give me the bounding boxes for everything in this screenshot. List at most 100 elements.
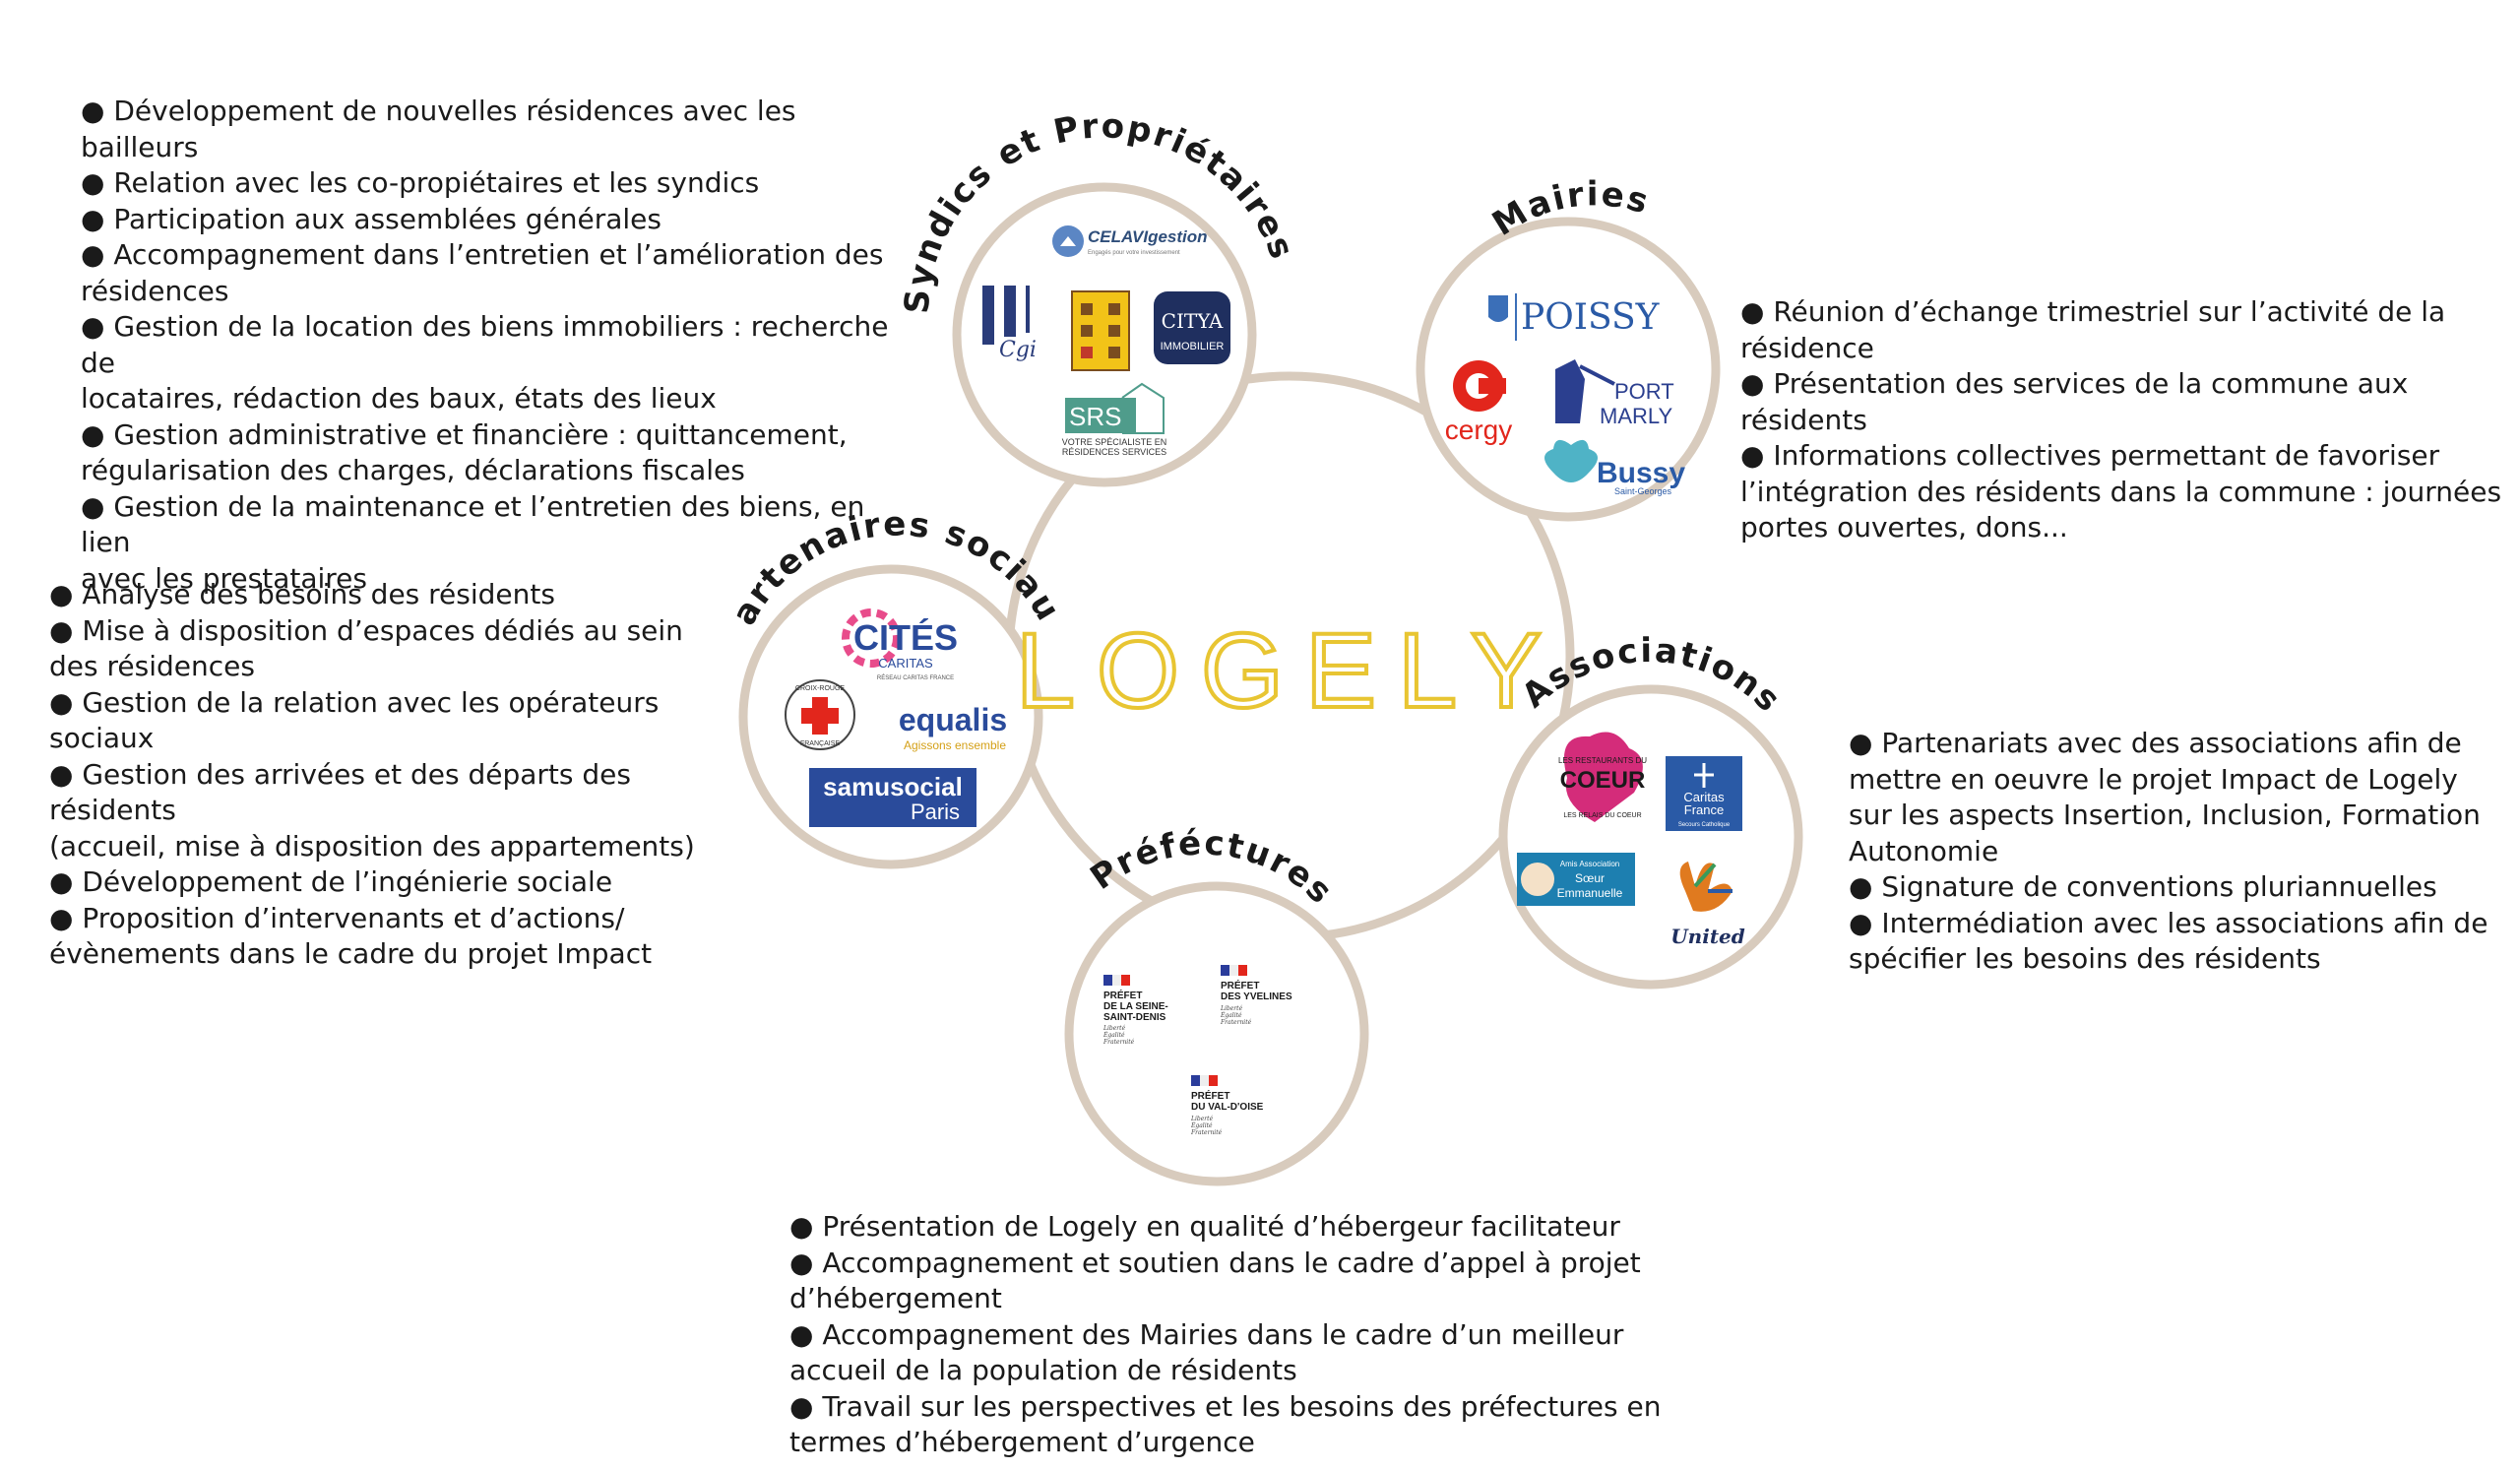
syndics-line: ● Gestion administrative et financière :… [81, 417, 848, 451]
partenaires-line: ● Analyse des besoins des résidents [49, 578, 555, 610]
mairies-line: ● Réunion d’échange trimestriel sur l’ac… [1740, 295, 2446, 328]
svg-text:CARITAS: CARITAS [878, 656, 933, 671]
svg-text:DE LA SEINE-: DE LA SEINE- [1103, 1001, 1168, 1012]
citya-logo: CITYA IMMOBILIER [1154, 291, 1230, 364]
svg-text:Égalité: Égalité [1102, 1031, 1125, 1039]
svg-text:Paris: Paris [911, 799, 960, 824]
associations-line: ● Partenariats avec des associations afi… [1849, 727, 2462, 759]
syndics-line: locataires, rédaction des baux, états de… [81, 382, 717, 415]
associations-line: sur les aspects Insertion, Inclusion, Fo… [1849, 799, 2481, 831]
syndics-line: régularisation des charges, déclarations… [81, 454, 745, 486]
soeur-emmanuelle-logo: Amis Association Sœur Emmanuelle [1517, 853, 1635, 906]
associations-line: Autonomie [1849, 834, 1999, 867]
cergy-logo: cergy [1445, 360, 1512, 445]
svg-text:Amis Association: Amis Association [1560, 860, 1619, 868]
svg-text:PRÉFET: PRÉFET [1103, 989, 1142, 1001]
svg-text:PRÉFET: PRÉFET [1221, 979, 1259, 991]
svg-text:LES RESTAURANTS DU: LES RESTAURANTS DU [1558, 756, 1647, 765]
svg-text:Sœur: Sœur [1575, 871, 1605, 885]
svg-text:Engagés pour votre investissem: Engagés pour votre investissement [1088, 250, 1180, 256]
partenaires-line: évènements dans le cadre du projet Impac… [49, 937, 653, 970]
svg-text:Agissons ensemble: Agissons ensemble [904, 738, 1006, 752]
prefectures-line: accueil de la population de résidents [789, 1354, 1297, 1386]
prefectures-line: ● Travail sur les perspectives et les be… [789, 1389, 1662, 1423]
port-marly-logo: PORT MARLY [1555, 359, 1674, 428]
partenaires-line: sociaux [49, 722, 155, 754]
associations-line: ● Intermédiation avec les associations a… [1849, 906, 2488, 939]
svg-text:Égalité: Égalité [1190, 1121, 1213, 1129]
svg-text:RÉSIDENCES SERVICES: RÉSIDENCES SERVICES [1062, 447, 1166, 457]
prefectures-line: ● Accompagnement et soutien dans le cadr… [789, 1246, 1641, 1279]
partenaires-line: ● Gestion des arrivées et des départs de… [49, 757, 631, 827]
equalis-logo: equalis Agissons ensemble [899, 702, 1007, 752]
mairies-line: l’intégration des résidents dans la comm… [1740, 475, 2502, 508]
prefectures-description: ● Présentation de Logely en qualité d’hé… [789, 1209, 1675, 1461]
partenaires-line: ● Gestion de la relation avec les opérat… [49, 685, 660, 719]
associations-line: spécifier les besoins des résidents [1849, 942, 2321, 975]
svg-text:MARLY: MARLY [1600, 404, 1672, 428]
svg-text:CITÉS: CITÉS [853, 617, 958, 658]
svg-text:LES RELAIS DU COEUR: LES RELAIS DU COEUR [1563, 812, 1641, 819]
svg-text:FRANÇAISE: FRANÇAISE [800, 740, 840, 747]
prefectures-circle [1064, 881, 1369, 1186]
svg-text:samusocial: samusocial [823, 772, 963, 801]
poissy-logo: POISSY [1488, 293, 1661, 341]
svg-text:DU VAL-D'OISE: DU VAL-D'OISE [1191, 1102, 1264, 1113]
svg-text:Saint-Georges: Saint-Georges [1614, 486, 1672, 496]
syndics-line: résidences [81, 274, 229, 307]
associations-line: mettre en oeuvre le projet Impact de Log… [1849, 762, 2458, 796]
syndics-line: ● Participation aux assemblées générales [81, 202, 662, 235]
prefet-93-logo: PRÉFET DE LA SEINE- SAINT-DENIS Liberté … [1102, 975, 1168, 1046]
associations-circle [1498, 684, 1803, 990]
svg-text:Emmanuelle: Emmanuelle [1557, 886, 1623, 900]
prefectures-line: ● Présentation de Logely en qualité d’hé… [789, 1210, 1620, 1243]
svg-text:cergy: cergy [1445, 415, 1512, 445]
svg-text:PORT: PORT [1614, 379, 1674, 404]
mairies-line: ● Présentation des services de la commun… [1740, 367, 2409, 436]
associations-description: ● Partenariats avec des associations afi… [1849, 726, 2508, 978]
svg-text:Liberté: Liberté [1102, 1025, 1126, 1032]
partenaires-description: ● Analyse des besoins des résidents ● Mi… [49, 577, 738, 973]
svg-text:PRÉFET: PRÉFET [1191, 1089, 1229, 1102]
partenaires-line: ● Développement de l’ingénierie sociale [49, 865, 613, 898]
partenaires-line: ● Mise à disposition d’espaces dédiés au… [49, 613, 683, 647]
associations-line: ● Signature de conventions pluriannuelle… [1849, 870, 2437, 903]
svg-text:Liberté: Liberté [1190, 1116, 1214, 1122]
svg-text:United: United [1670, 925, 1745, 948]
svg-text:RÉSEAU CARITAS FRANCE: RÉSEAU CARITAS FRANCE [877, 674, 954, 681]
cites-caritas-logo: CITÉS CARITAS RÉSEAU CARITAS FRANCE [842, 608, 958, 681]
syndics-line: ● Relation avec les co-propiétaires et l… [81, 166, 760, 199]
svg-text:Bussy: Bussy [1597, 457, 1685, 489]
svg-text:Fraternité: Fraternité [1190, 1129, 1223, 1136]
caritas-france-logo: Caritas France Secours Catholique [1666, 756, 1742, 831]
syndics-line: ● Gestion de la maintenance et l’entreti… [81, 489, 865, 559]
prefectures-line: termes d’hébergement d’urgence [789, 1426, 1255, 1458]
bussy-logo: Bussy Saint-Georges [1544, 439, 1685, 496]
cgi-logo: Cgi [982, 286, 1037, 362]
mairies-line: portes ouvertes, dons... [1740, 511, 2068, 544]
partenaires-line: (accueil, mise à disposition des apparte… [49, 829, 695, 863]
svg-text:Fraternité: Fraternité [1220, 1019, 1252, 1026]
celavi-logo: CELAVIgestion Engagés pour votre investi… [1052, 225, 1208, 257]
svg-text:CELAVIgestion: CELAVIgestion [1088, 227, 1208, 246]
svg-text:POISSY: POISSY [1521, 297, 1661, 338]
svg-text:CITYA: CITYA [1162, 309, 1224, 333]
svg-text:SAINT-DENIS: SAINT-DENIS [1103, 1012, 1166, 1023]
svg-text:Secours Catholique: Secours Catholique [1678, 822, 1731, 828]
prefectures-line: ● Accompagnement des Mairies dans le cad… [789, 1317, 1624, 1351]
mairies-description: ● Réunion d’échange trimestriel sur l’ac… [1740, 294, 2518, 546]
svg-text:equalis: equalis [899, 702, 1007, 737]
samusocial-logo: samusocial Paris [809, 768, 976, 827]
svg-text:Caritas: Caritas [1683, 790, 1725, 804]
svg-text:Cgi: Cgi [999, 338, 1037, 362]
logely-title: LOGELY [1016, 610, 1563, 730]
syndics-line: ● Développement de nouvelles résidences … [81, 95, 796, 163]
prefet-95-logo: PRÉFET DU VAL-D'OISE Liberté Égalité Fra… [1190, 1075, 1264, 1136]
syndics-line: ● Accompagnement dans l’entretien et l’a… [81, 238, 884, 271]
svg-text:COEUR: COEUR [1560, 767, 1646, 794]
syndics-line: ● Gestion de la location des biens immob… [81, 310, 889, 379]
united-logo: United [1670, 862, 1745, 948]
svg-text:IMMOBILIER: IMMOBILIER [1161, 341, 1225, 352]
svg-text:SRS: SRS [1069, 402, 1121, 431]
